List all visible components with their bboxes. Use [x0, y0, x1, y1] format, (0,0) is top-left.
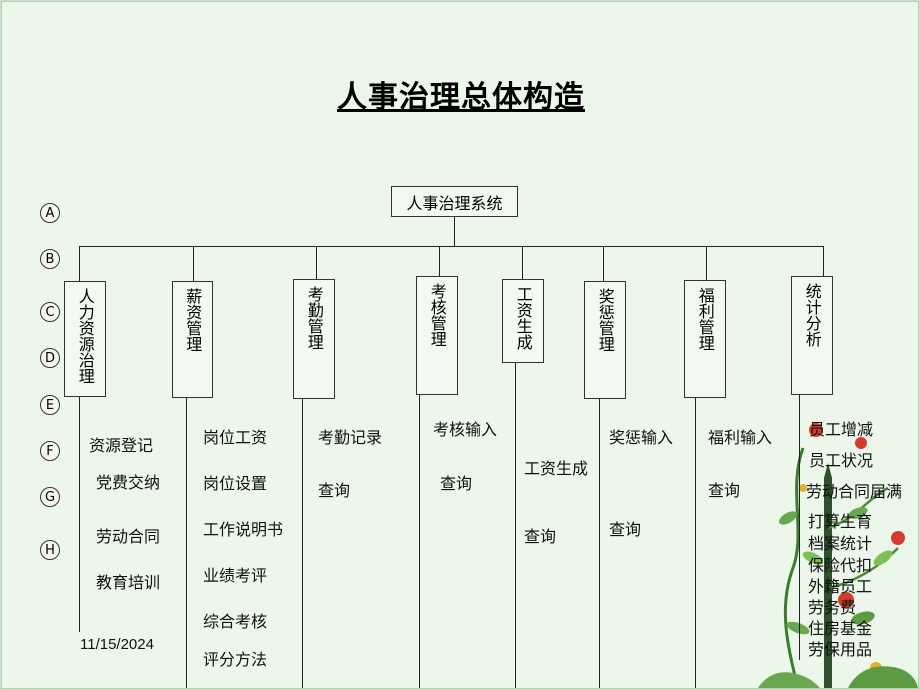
module-box-reward: 奖惩管理	[584, 281, 626, 399]
module-item: 劳务费	[808, 598, 857, 617]
module-item: 综合考核	[203, 612, 268, 631]
row-marker-d: D	[40, 348, 60, 368]
module-item: 劳动合同届满	[806, 482, 903, 501]
module-item: 劳动合同	[96, 527, 161, 546]
module-item: 档案统计	[808, 534, 873, 553]
module-label: 考核管理	[427, 283, 447, 347]
module-label: 薪资管理	[183, 288, 203, 352]
module-label: 人力资源治理	[75, 288, 95, 384]
module-connector	[823, 246, 824, 277]
module-item: 教育培训	[96, 573, 161, 592]
root-connector	[454, 217, 455, 246]
module-connector	[522, 246, 523, 280]
row-marker-h: H	[40, 540, 60, 560]
module-item: 业绩考评	[203, 566, 268, 585]
module-item: 住房基金	[808, 619, 873, 638]
root-node: 人事治理系统	[391, 186, 518, 217]
module-box-salary: 薪资管理	[172, 281, 213, 398]
module-box-statistics: 统计分析	[791, 276, 833, 395]
module-connector	[79, 246, 80, 282]
module-stem	[799, 395, 800, 660]
module-item: 员工增减	[809, 420, 874, 439]
module-label: 考勤管理	[304, 286, 324, 350]
module-item: 查询	[708, 481, 741, 500]
module-item: 工作说明书	[203, 520, 284, 539]
module-item: 考核输入	[433, 420, 498, 439]
module-item: 保险代扣	[808, 556, 873, 575]
module-item: 岗位设置	[203, 474, 268, 493]
module-box-assessment: 考核管理	[416, 276, 458, 395]
module-item: 党费交纳	[96, 473, 161, 492]
module-item: 查询	[318, 481, 351, 500]
module-stem	[79, 397, 80, 632]
module-stem	[419, 395, 420, 688]
slide-date: 11/15/2024	[80, 636, 154, 653]
module-label: 奖惩管理	[595, 288, 615, 352]
module-connector	[193, 246, 194, 282]
module-item: 工资生成	[524, 459, 589, 478]
module-label: 福利管理	[695, 287, 715, 351]
module-connector	[603, 246, 604, 282]
module-box-welfare: 福利管理	[684, 280, 726, 398]
module-item: 外籍员工	[808, 577, 873, 596]
module-connector	[706, 246, 707, 281]
module-connector	[316, 246, 317, 280]
page-title: 人事治理总体构造	[337, 80, 585, 115]
row-marker-g: G	[40, 487, 60, 507]
module-item: 考勤记录	[318, 428, 383, 447]
module-item: 奖惩输入	[609, 428, 674, 447]
module-connector	[439, 246, 440, 277]
module-item: 资源登记	[89, 436, 154, 455]
module-item: 打算生育	[808, 512, 873, 531]
module-box-hr: 人力资源治理	[64, 281, 106, 397]
branch-bus	[79, 246, 824, 247]
module-label: 工资生成	[513, 286, 533, 350]
row-marker-a: A	[40, 203, 60, 223]
module-stem	[599, 399, 600, 688]
module-item: 查询	[440, 474, 473, 493]
garden-decoration	[758, 423, 918, 688]
module-item: 劳保用品	[808, 640, 873, 659]
module-item: 岗位工资	[203, 428, 268, 447]
module-item: 评分方法	[203, 650, 268, 669]
module-box-payroll: 工资生成	[502, 279, 544, 363]
module-item: 员工状况	[809, 451, 874, 470]
row-marker-b: B	[40, 249, 60, 269]
module-item: 查询	[609, 520, 642, 539]
module-item: 福利输入	[708, 428, 773, 447]
row-marker-c: C	[40, 302, 60, 322]
module-stem	[695, 398, 696, 688]
module-stem	[515, 363, 516, 688]
module-item: 查询	[524, 527, 557, 546]
module-stem	[186, 398, 187, 688]
module-label: 统计分析	[802, 283, 822, 347]
module-box-attendance: 考勤管理	[293, 279, 335, 399]
module-stem	[302, 399, 303, 688]
root-label: 人事治理系统	[406, 193, 503, 213]
row-marker-f: F	[40, 441, 60, 461]
row-marker-e: E	[40, 395, 60, 415]
